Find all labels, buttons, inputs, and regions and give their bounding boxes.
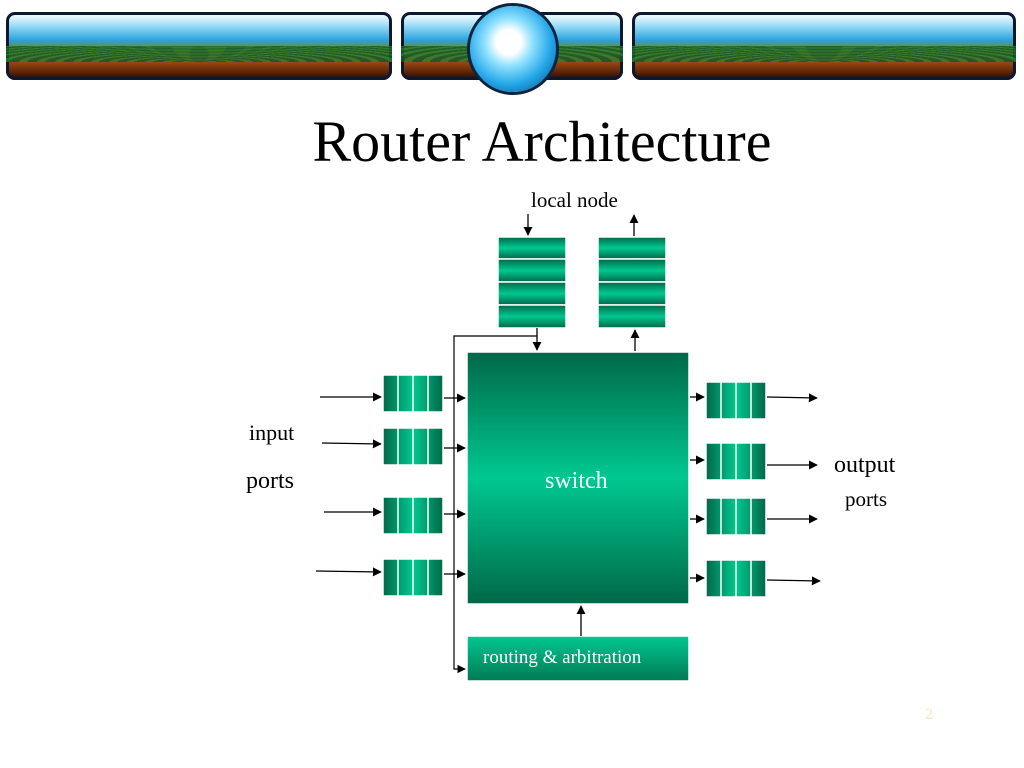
routing-arbitration-label: routing & arbitration — [483, 647, 642, 668]
output-buffer — [705, 442, 767, 481]
routing-arbitration-block — [466, 635, 690, 682]
input-ports-label: ports — [246, 468, 294, 494]
input-label: input — [249, 420, 295, 445]
output-ports-label: ports — [845, 487, 887, 511]
switch-label: switch — [545, 468, 608, 494]
local-input-queue — [497, 236, 567, 329]
output-port-arrow — [766, 576, 821, 586]
input-buffer — [382, 496, 444, 535]
globe-logo — [470, 6, 556, 92]
output-port-arrow — [766, 393, 818, 403]
input-port-arrow — [321, 439, 382, 449]
page-number: 2 — [925, 706, 933, 723]
input-buffer — [382, 374, 444, 413]
local-output-queue — [597, 236, 667, 329]
output-label: output — [834, 452, 896, 478]
output-buffer — [705, 497, 767, 536]
input-buffer — [382, 558, 444, 597]
input-buffer — [382, 427, 444, 466]
switch-block — [466, 351, 690, 605]
decorative-landscape-banner-left — [6, 12, 392, 80]
local-node-label: local node — [531, 188, 618, 212]
routing-bus-line — [453, 335, 537, 674]
slide-title: Router Architecture — [312, 109, 772, 174]
output-buffer — [705, 381, 767, 420]
output-buffer — [705, 559, 767, 598]
decorative-landscape-banner-right — [632, 12, 1016, 80]
input-port-arrow — [315, 567, 382, 577]
